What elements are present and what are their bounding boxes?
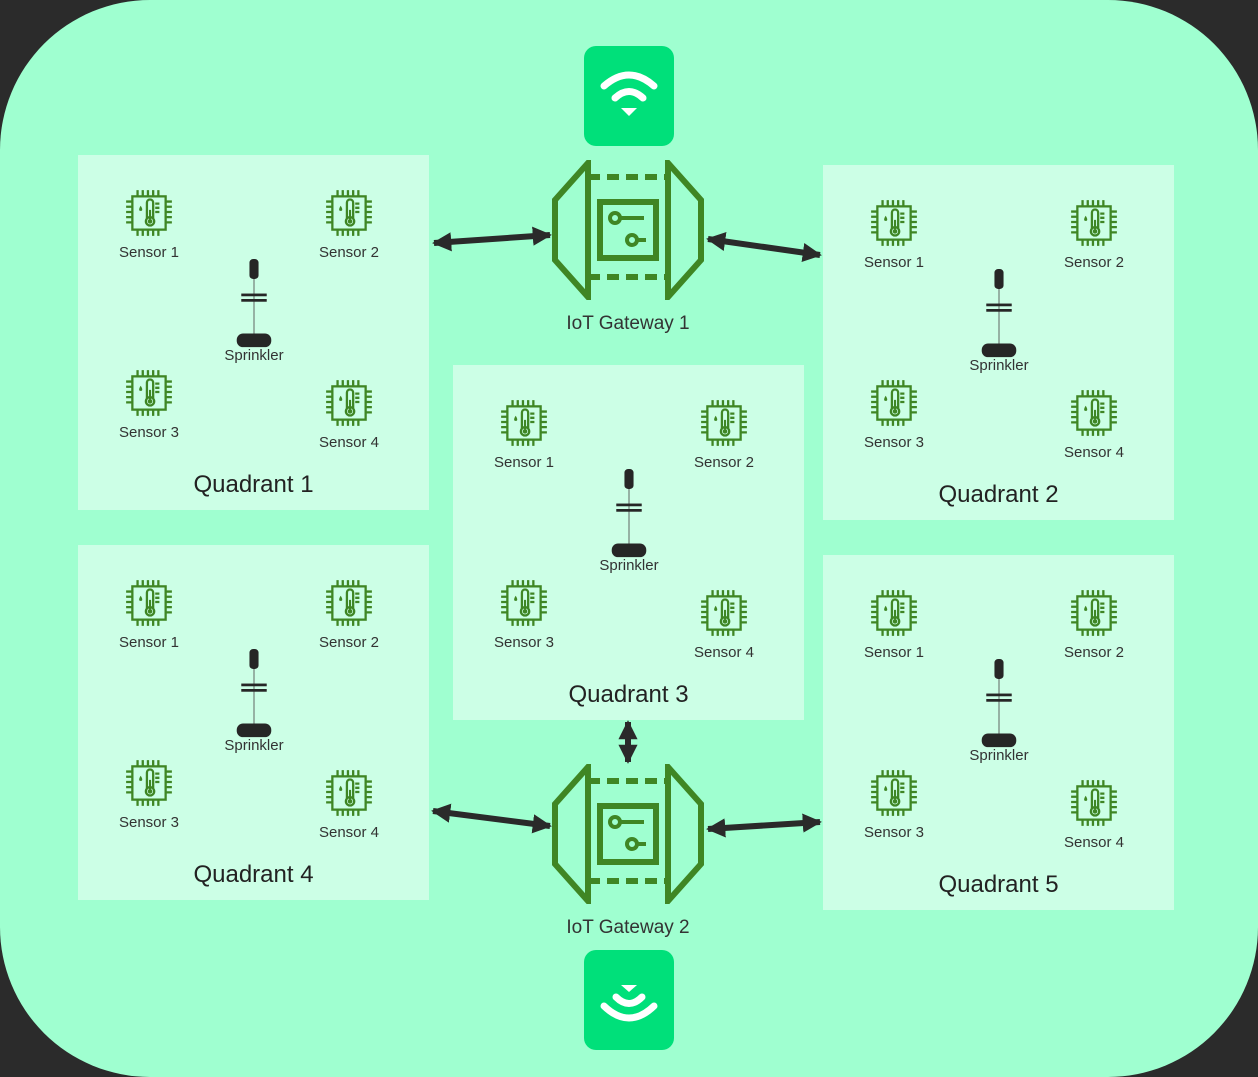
quadrant-title: Quadrant 3 bbox=[568, 681, 689, 708]
sensor-3: Sensor 3 bbox=[109, 757, 189, 831]
sensor-3: Sensor 3 bbox=[484, 577, 564, 651]
quadrant-3: Sensor 1 Sensor 2 Sensor 3 Sensor 4 Spri… bbox=[453, 365, 804, 720]
sensor-label: Sensor 2 bbox=[318, 244, 380, 261]
quadrant-title: Quadrant 2 bbox=[938, 481, 1059, 508]
sprinkler: Sprinkler bbox=[959, 659, 1039, 764]
sensor-label: Sensor 2 bbox=[1063, 254, 1125, 271]
arrow-quadrant4-gateway2 bbox=[431, 803, 552, 834]
quadrant-5: Sensor 1 Sensor 2 Sensor 3 Sensor 4 Spri… bbox=[823, 555, 1174, 910]
temperature-sensor-chip-icon bbox=[123, 367, 175, 419]
sensor-label: Sensor 4 bbox=[1063, 444, 1125, 461]
temperature-sensor-chip-icon bbox=[868, 587, 920, 639]
sensor-label: Sensor 2 bbox=[1063, 644, 1125, 661]
temperature-sensor-chip-icon bbox=[123, 187, 175, 239]
sensor-1: Sensor 1 bbox=[854, 197, 934, 271]
iot-gateway-2-icon bbox=[552, 764, 704, 904]
sensor-2: Sensor 2 bbox=[309, 187, 389, 261]
temperature-sensor-chip-icon bbox=[868, 767, 920, 819]
temperature-sensor-chip-icon bbox=[123, 577, 175, 629]
quadrant-1: Sensor 1 Sensor 2 Sensor 3 Sensor 4 Spri… bbox=[78, 155, 429, 510]
sensor-label: Sensor 3 bbox=[863, 434, 925, 451]
sensor-1: Sensor 1 bbox=[109, 577, 189, 651]
quadrant-2: Sensor 1 Sensor 2 Sensor 3 Sensor 4 Spri… bbox=[823, 165, 1174, 520]
sensor-2: Sensor 2 bbox=[1054, 587, 1134, 661]
temperature-sensor-chip-icon bbox=[323, 767, 375, 819]
sensor-label: Sensor 3 bbox=[118, 424, 180, 441]
sprinkler-label: Sprinkler bbox=[224, 347, 284, 364]
quadrant-4: Sensor 1 Sensor 2 Sensor 3 Sensor 4 Spri… bbox=[78, 545, 429, 900]
sensor-label: Sensor 1 bbox=[118, 244, 180, 261]
sensor-label: Sensor 4 bbox=[1063, 834, 1125, 851]
sensor-4: Sensor 4 bbox=[1054, 777, 1134, 851]
temperature-sensor-chip-icon bbox=[1068, 587, 1120, 639]
temperature-sensor-chip-icon bbox=[1068, 197, 1120, 249]
sensor-label: Sensor 1 bbox=[493, 454, 555, 471]
sensor-label: Sensor 2 bbox=[318, 634, 380, 651]
arrow-gateway2-quadrant5 bbox=[706, 813, 822, 838]
sprinkler-label: Sprinkler bbox=[599, 557, 659, 574]
sensor-3: Sensor 3 bbox=[854, 767, 934, 841]
sensor-label: Sensor 4 bbox=[318, 434, 380, 451]
temperature-sensor-chip-icon bbox=[323, 187, 375, 239]
temperature-sensor-chip-icon bbox=[1068, 777, 1120, 829]
quadrant-title: Quadrant 4 bbox=[193, 861, 314, 888]
gateway-1-label: IoT Gateway 1 bbox=[566, 313, 690, 334]
sensor-4: Sensor 4 bbox=[684, 587, 764, 661]
sprinkler-icon bbox=[234, 649, 274, 749]
temperature-sensor-chip-icon bbox=[498, 397, 550, 449]
sensor-2: Sensor 2 bbox=[684, 397, 764, 471]
arrow-quadrant1-gateway1 bbox=[432, 226, 552, 252]
sensor-3: Sensor 3 bbox=[854, 377, 934, 451]
sprinkler-label: Sprinkler bbox=[224, 737, 284, 754]
wifi-icon bbox=[600, 71, 658, 116]
sprinkler: Sprinkler bbox=[959, 269, 1039, 374]
wifi-badge bbox=[584, 46, 674, 146]
sprinkler: Sprinkler bbox=[214, 259, 294, 364]
sprinkler-icon bbox=[234, 259, 274, 359]
sensor-label: Sensor 3 bbox=[118, 814, 180, 831]
temperature-sensor-chip-icon bbox=[868, 197, 920, 249]
sensor-label: Sensor 4 bbox=[318, 824, 380, 841]
sprinkler: Sprinkler bbox=[589, 469, 669, 574]
wireless-signal-icon bbox=[600, 985, 658, 1022]
temperature-sensor-chip-icon bbox=[123, 757, 175, 809]
temperature-sensor-chip-icon bbox=[1068, 387, 1120, 439]
wireless-badge bbox=[584, 950, 674, 1050]
temperature-sensor-chip-icon bbox=[323, 577, 375, 629]
sprinkler: Sprinkler bbox=[214, 649, 294, 754]
sensor-1: Sensor 1 bbox=[484, 397, 564, 471]
sprinkler-icon bbox=[979, 659, 1019, 759]
sensor-label: Sensor 2 bbox=[693, 454, 755, 471]
sensor-label: Sensor 3 bbox=[863, 824, 925, 841]
sensor-2: Sensor 2 bbox=[309, 577, 389, 651]
sensor-1: Sensor 1 bbox=[854, 587, 934, 661]
sensor-label: Sensor 4 bbox=[693, 644, 755, 661]
sprinkler-icon bbox=[979, 269, 1019, 369]
temperature-sensor-chip-icon bbox=[498, 577, 550, 629]
sensor-label: Sensor 1 bbox=[863, 644, 925, 661]
quadrant-title: Quadrant 5 bbox=[938, 871, 1059, 898]
sensor-1: Sensor 1 bbox=[109, 187, 189, 261]
gateway-2-label: IoT Gateway 2 bbox=[566, 917, 690, 938]
quadrant-title: Quadrant 1 bbox=[193, 471, 314, 498]
sprinkler-icon bbox=[609, 469, 649, 569]
sensor-label: Sensor 1 bbox=[863, 254, 925, 271]
arrow-gateway1-quadrant2 bbox=[706, 231, 822, 263]
sprinkler-label: Sprinkler bbox=[969, 357, 1029, 374]
temperature-sensor-chip-icon bbox=[323, 377, 375, 429]
sensor-4: Sensor 4 bbox=[309, 377, 389, 451]
temperature-sensor-chip-icon bbox=[698, 397, 750, 449]
sensor-3: Sensor 3 bbox=[109, 367, 189, 441]
sensor-2: Sensor 2 bbox=[1054, 197, 1134, 271]
temperature-sensor-chip-icon bbox=[698, 587, 750, 639]
iot-gateway-1-icon bbox=[552, 160, 704, 300]
sensor-label: Sensor 3 bbox=[493, 634, 555, 651]
sensor-label: Sensor 1 bbox=[118, 634, 180, 651]
temperature-sensor-chip-icon bbox=[868, 377, 920, 429]
sprinkler-label: Sprinkler bbox=[969, 747, 1029, 764]
sensor-4: Sensor 4 bbox=[1054, 387, 1134, 461]
sensor-4: Sensor 4 bbox=[309, 767, 389, 841]
